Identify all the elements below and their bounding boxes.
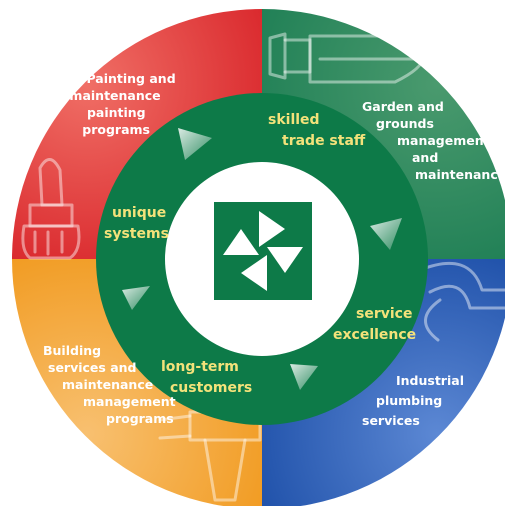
value-service-excellence: service excellence xyxy=(333,306,417,343)
paintbrush-icon xyxy=(21,158,81,260)
cycle-arrow-2 xyxy=(370,218,402,250)
label-garden: Garden and grounds management and mainte… xyxy=(362,99,505,182)
value-unique-systems: unique systems xyxy=(104,205,171,242)
pipe-icon xyxy=(418,261,505,342)
cycle-arrow-4 xyxy=(122,286,150,310)
cycle-arrow-3 xyxy=(290,364,318,390)
trowel-icon xyxy=(268,32,425,84)
hammer-icon xyxy=(158,410,262,502)
value-long-term-customers: long-term customers xyxy=(161,359,252,396)
pinwheel-logo-icon xyxy=(214,202,312,300)
value-skilled-trade-staff: skilled trade staff xyxy=(268,112,366,149)
label-building: Building services and maintenance manage… xyxy=(43,343,180,426)
label-plumbing: Industrial plumbing services xyxy=(362,373,468,428)
cycle-arrow-1 xyxy=(178,128,212,160)
label-painting: Painting and maintenance painting progra… xyxy=(69,71,180,137)
cycle-arrows xyxy=(122,128,402,390)
